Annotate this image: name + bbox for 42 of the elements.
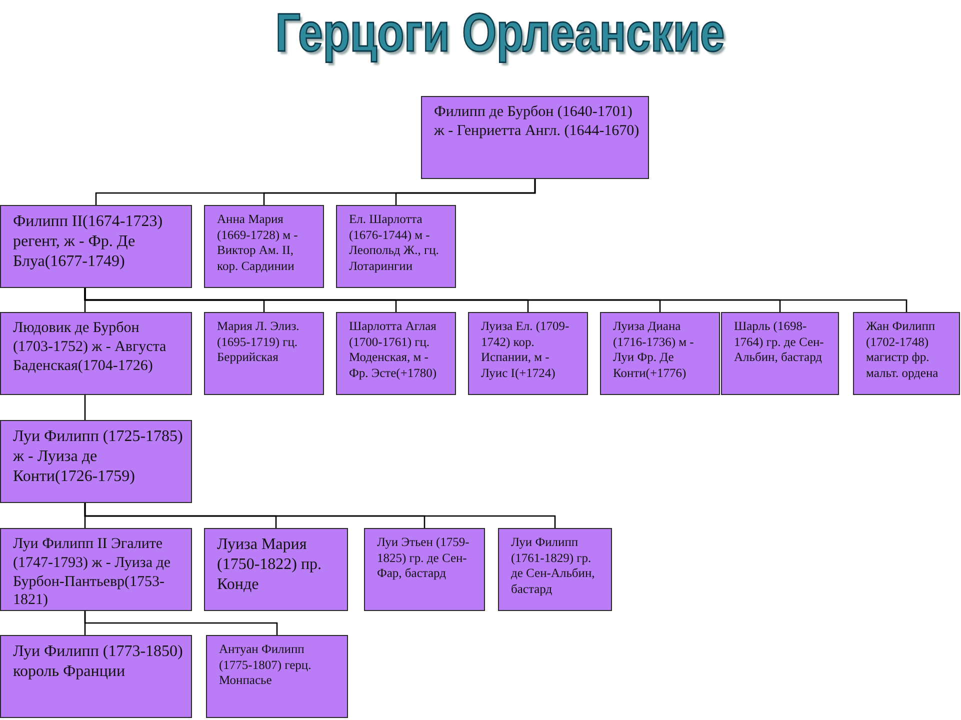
person-text: Филипп II(1674-1723) регент, ж - Фр. Де Блуа(1677-1749) <box>13 212 164 272</box>
connector-line <box>84 395 86 420</box>
connector-line <box>84 503 556 528</box>
person-box <box>206 635 348 718</box>
person-box <box>204 205 324 288</box>
person-box <box>600 312 720 395</box>
person-box <box>468 312 588 395</box>
person-box <box>721 312 839 395</box>
person-text: Людовик де Бурбон (1703-1752) ж - Августа Баденская(1704-1726) <box>13 319 168 376</box>
connector-line <box>84 288 908 312</box>
person-box <box>498 528 612 611</box>
person-text: Шарлотта Аглая (1700-1761) гц. Моденская, м - Фр. Эсте(+1780) <box>349 319 438 382</box>
person-text: Луиза Диана (1716-1736) м - Луи Фр. Де Конти(+1776) <box>613 319 695 382</box>
person-text: Луи Филипп (1725-1785) ж - Луиза де Конти(1726-1759) <box>13 427 183 487</box>
connector-line <box>395 179 536 205</box>
person-text: Жан Филипп (1702-1748) магистр фр. мальт. ордена <box>866 319 940 382</box>
person-box <box>364 528 485 611</box>
person-text: Луиза Мария (1750-1822) пр. Конде <box>217 535 323 595</box>
person-text: Луи Филипп (1761-1829) гр. де Сен-Альбин, бастард <box>511 535 596 598</box>
person-text: Шарль (1698-1764) гр. де Сен-Альбин, бастард <box>734 319 825 366</box>
person-box <box>0 312 192 395</box>
person-text: Луи Филипп II Эгалите (1747-1793) ж - Луиза де Бурбон-Пантьевр(1753-1821) <box>13 535 172 610</box>
person-box <box>0 205 192 288</box>
person-box <box>0 528 192 611</box>
person-box <box>204 312 324 395</box>
person-box <box>204 528 348 611</box>
person-box <box>0 635 192 718</box>
person-box <box>421 96 649 179</box>
person-box <box>853 312 960 395</box>
connector-line <box>84 611 278 635</box>
person-text: Луиза Ел. (1709-1742) кор. Испании, м - Луис I(+1724) <box>481 319 570 382</box>
person-text: Луи Филипп (1773-1850) король Франции <box>13 642 183 682</box>
person-text: Филипп де Бурбон (1640-1701) ж - Генриетта Англ. (1644-1670) <box>434 103 640 140</box>
person-text: Антуан Филипп (1775-1807) герц. Монпасье <box>219 642 312 689</box>
title: Герцоги Орлеанские <box>274 2 726 65</box>
person-box <box>336 205 456 288</box>
person-box <box>0 420 192 503</box>
person-text: Анна Мария (1669-1728) м - Виктор Ам. II, кор. Сардинии <box>217 212 299 274</box>
person-text: Мария Л. Элиз. (1695-1719) гц. Беррийская <box>217 319 300 366</box>
person-text: Ел. Шарлотта (1676-1744) м - Леопольд Ж., гц. Лотарингии <box>349 212 440 274</box>
person-text: Луи Этьен (1759-1825) гр. де Сен-Фар, бастард <box>377 535 470 582</box>
person-box <box>336 312 456 395</box>
